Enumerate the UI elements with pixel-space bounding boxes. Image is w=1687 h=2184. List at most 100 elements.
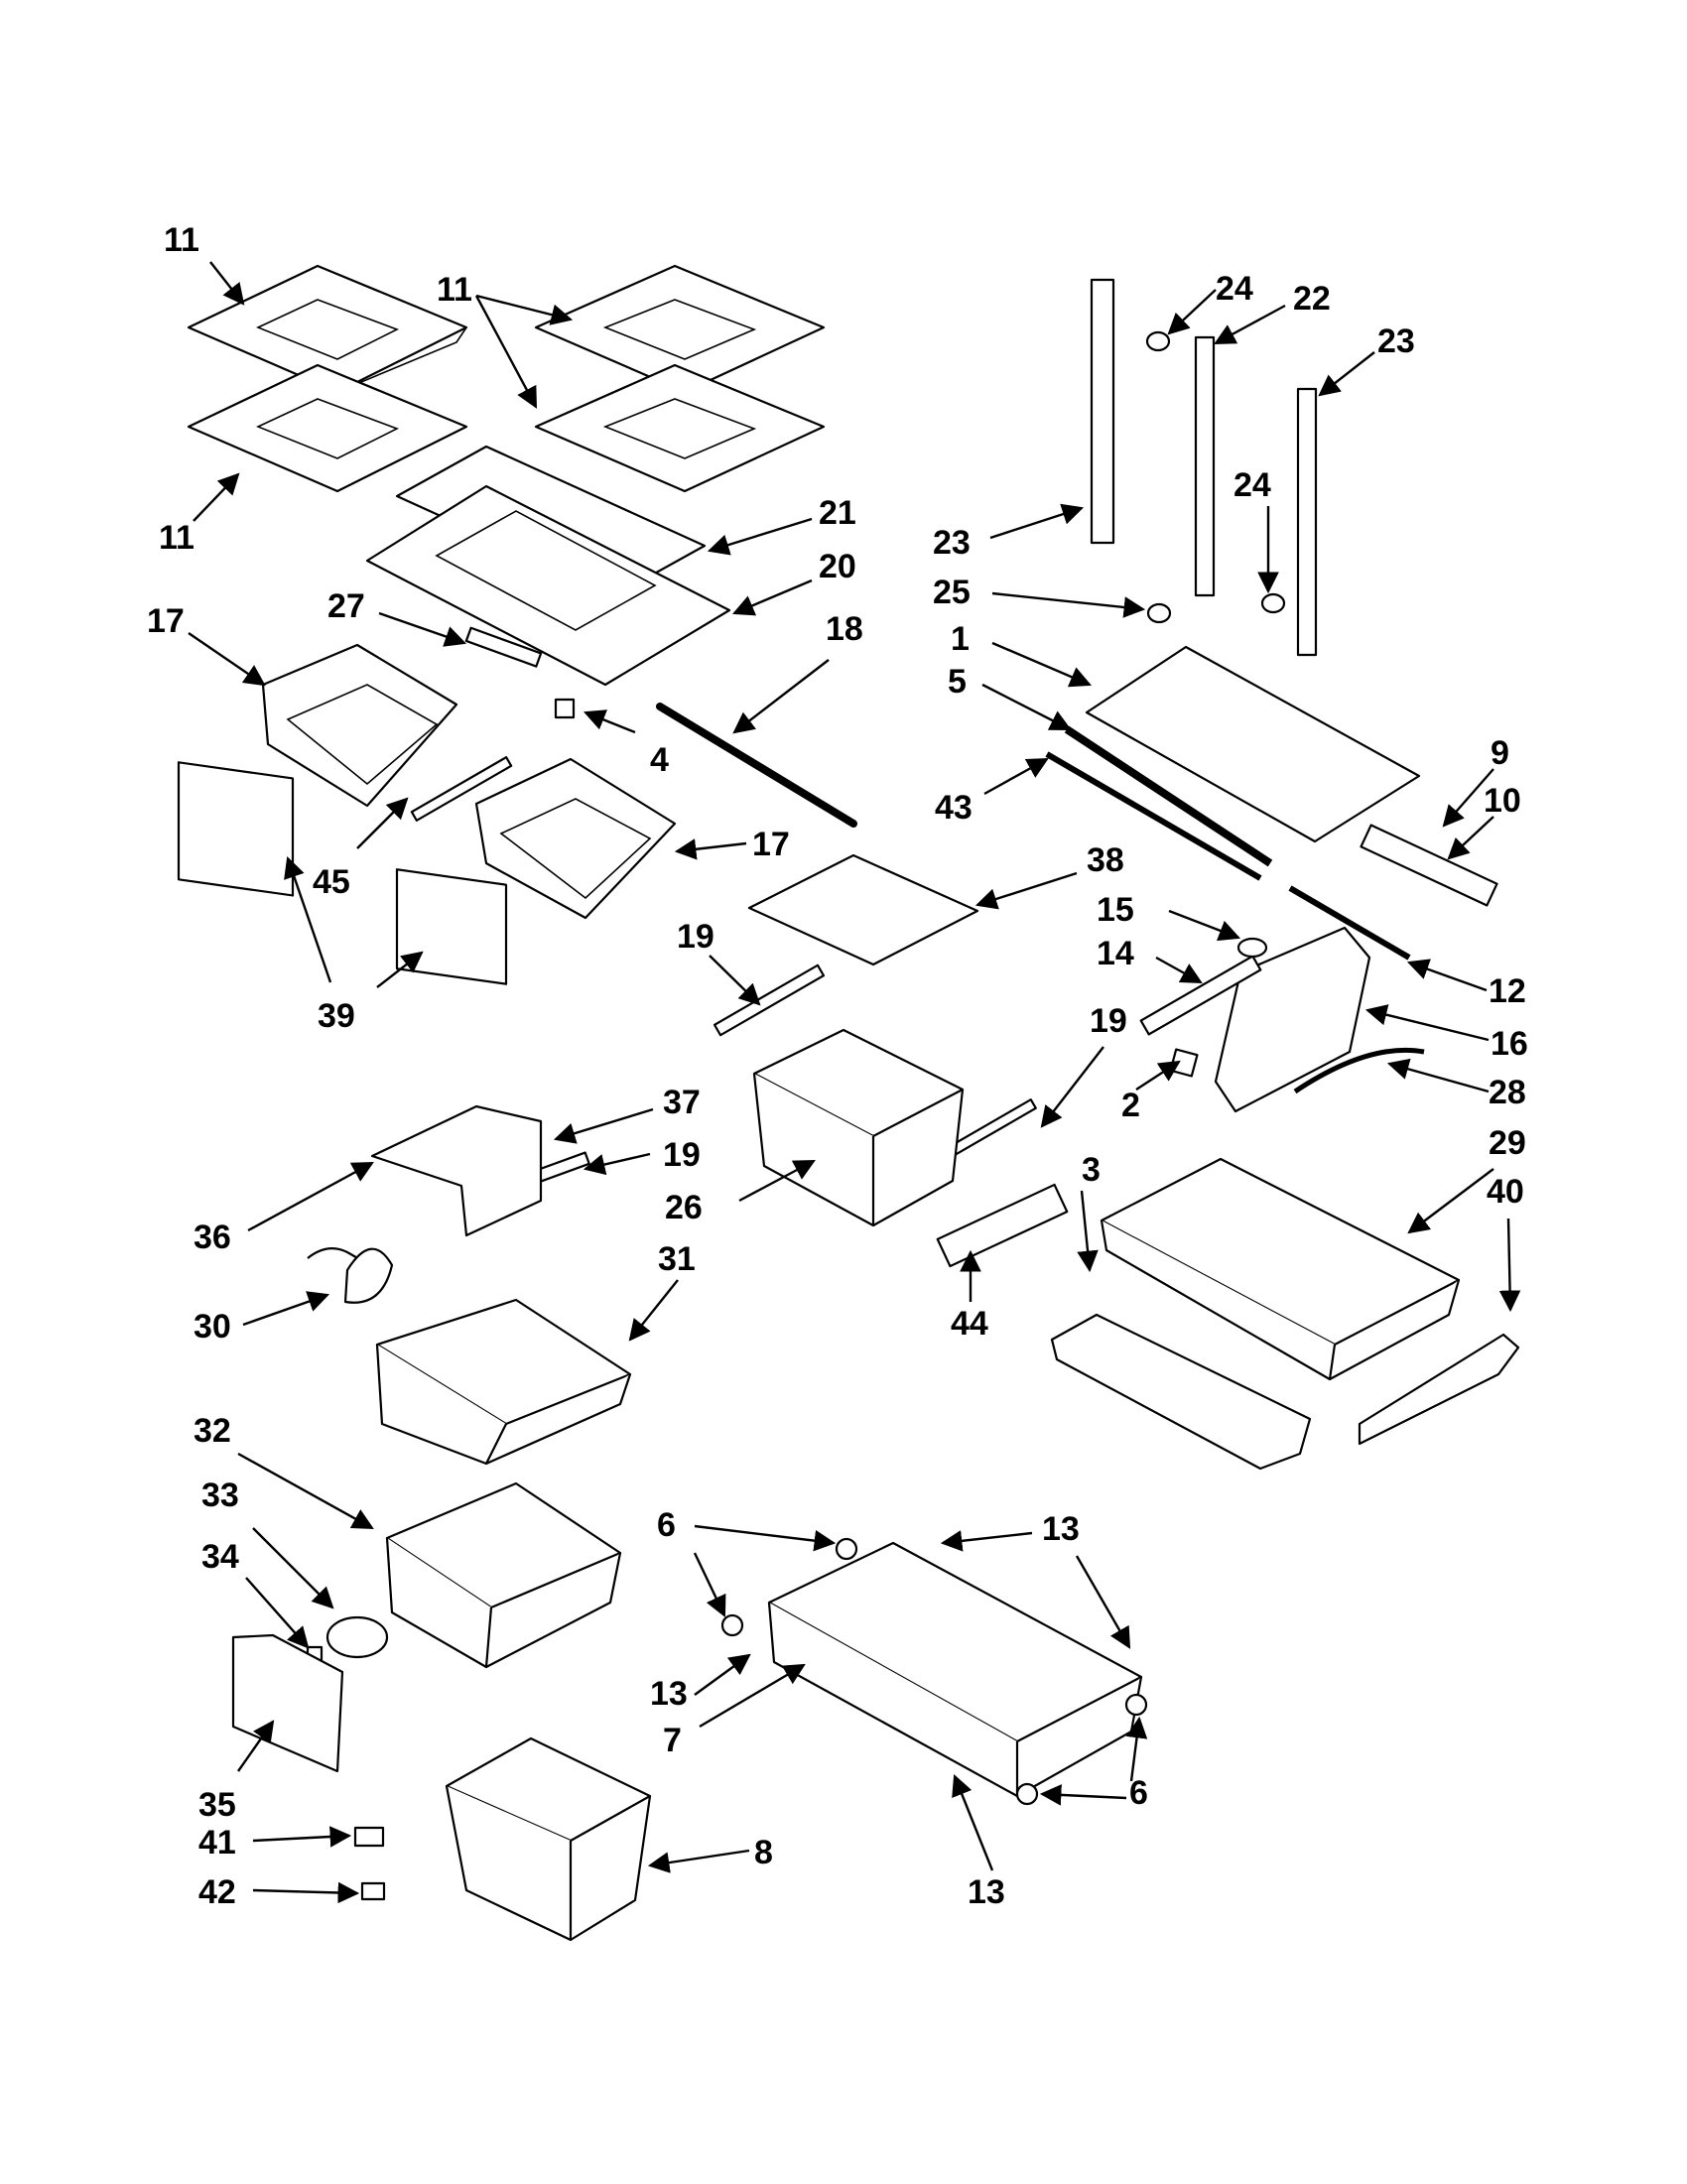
leader-22	[1214, 304, 1286, 345]
callout-23: 23	[933, 524, 971, 562]
callout-6: 6	[657, 1506, 676, 1544]
callout-3: 3	[1082, 1151, 1101, 1189]
leader-11-d	[193, 472, 240, 522]
leader-12	[1406, 959, 1488, 992]
callout-1: 1	[951, 620, 970, 658]
part-30-scoop	[307, 1247, 394, 1304]
leader-39-b	[376, 951, 424, 988]
leader-17-b	[674, 838, 747, 860]
part-35-cover	[231, 1633, 344, 1773]
part-28-wire	[1293, 1047, 1425, 1094]
leader-11-c	[474, 295, 538, 409]
leader-13-b	[1075, 1555, 1131, 1649]
part-5-trim	[1064, 725, 1273, 867]
leader-23-b	[1318, 351, 1375, 397]
callout-39: 39	[318, 997, 355, 1035]
leader-36	[247, 1161, 374, 1232]
callout-11: 11	[437, 271, 472, 309]
callout-6: 6	[1129, 1774, 1148, 1812]
callout-24: 24	[1216, 270, 1253, 308]
callout-30: 30	[194, 1308, 231, 1346]
callout-26: 26	[665, 1189, 703, 1226]
callout-18: 18	[826, 610, 863, 648]
leader-23-a	[989, 503, 1085, 540]
part-33-gear	[325, 1615, 389, 1659]
part-19-slide-left	[713, 964, 826, 1037]
part-1-glass-shelf	[1085, 645, 1421, 843]
leader-6-b	[693, 1552, 726, 1617]
leader-7	[699, 1663, 806, 1729]
leader-14	[1155, 956, 1203, 984]
leader-17-a	[188, 632, 266, 687]
leader-6-a	[694, 1524, 837, 1552]
part-12-rail	[1288, 885, 1411, 961]
callout-5: 5	[948, 663, 967, 701]
leader-16	[1364, 1004, 1490, 1042]
leader-11-a	[209, 261, 245, 306]
callout-13: 13	[1042, 1510, 1080, 1548]
callout-12: 12	[1489, 972, 1526, 1010]
leader-25	[991, 591, 1146, 618]
leader-27	[378, 611, 467, 647]
callout-37: 37	[663, 1084, 701, 1121]
part-31-ice-bin	[375, 1298, 632, 1466]
leader-31	[628, 1279, 679, 1342]
leader-42	[252, 1881, 360, 1904]
leader-13-d	[952, 1773, 994, 1871]
part-8-bin	[445, 1736, 652, 1942]
callout-34: 34	[201, 1538, 239, 1576]
callout-41: 41	[198, 1824, 236, 1862]
leader-3	[1077, 1190, 1099, 1273]
callout-10: 10	[1484, 782, 1521, 820]
callout-8: 8	[754, 1834, 773, 1871]
part-39-crisper-front-left	[177, 761, 295, 897]
callout-33: 33	[201, 1477, 239, 1514]
callout-2: 2	[1121, 1087, 1140, 1124]
part-17-crisper-left	[261, 643, 458, 808]
callout-45: 45	[313, 863, 350, 901]
leader-24-a	[1167, 289, 1217, 335]
part-37-divider	[370, 1104, 543, 1237]
callout-23: 23	[1377, 322, 1415, 360]
part-25-screw	[1146, 602, 1172, 624]
leader-9	[1442, 768, 1494, 828]
leader-33	[252, 1527, 334, 1609]
leader-4	[583, 709, 636, 734]
callout-36: 36	[194, 1219, 231, 1256]
leader-35	[237, 1720, 275, 1772]
callout-29: 29	[1489, 1124, 1526, 1162]
part-2-clip	[1169, 1048, 1199, 1078]
callout-32: 32	[194, 1412, 231, 1450]
callout-40: 40	[1487, 1173, 1524, 1211]
part-11-shelf-frame-right-bottom	[534, 363, 826, 493]
part-39-crisper-front-right	[395, 868, 508, 985]
part-10-bracket	[1360, 824, 1498, 907]
part-11-shelf-frame-right-top	[534, 264, 826, 394]
callout-13: 13	[650, 1675, 688, 1713]
part-11-shelf-frame-left-top	[187, 264, 468, 394]
leader-11-b	[475, 294, 574, 325]
callout-11: 11	[159, 519, 195, 557]
part-44-bracket	[936, 1183, 1069, 1268]
part-27-bracket	[464, 626, 543, 668]
leader-37	[553, 1107, 654, 1144]
part-23-rail-right	[1296, 387, 1318, 657]
leader-6-d	[1039, 1784, 1127, 1806]
part-6-wheel-left	[720, 1613, 744, 1637]
parts-drawings	[177, 264, 1520, 1942]
leader-19-c	[583, 1152, 651, 1176]
callout-labels: 11 11 11 21 20 27 18 17 4 17 45 39 38 19…	[147, 221, 1528, 1911]
callout-27: 27	[327, 587, 365, 625]
callout-42: 42	[198, 1873, 236, 1911]
callout-28: 28	[1489, 1074, 1526, 1111]
callout-24: 24	[1233, 466, 1271, 504]
leader-6-c	[1125, 1716, 1148, 1782]
callout-4: 4	[650, 741, 669, 779]
part-24-screw-right	[1260, 592, 1286, 614]
callout-19: 19	[663, 1136, 701, 1174]
callout-14: 14	[1097, 935, 1134, 972]
callout-22: 22	[1293, 280, 1331, 318]
leader-21	[707, 517, 813, 556]
leader-34	[245, 1577, 310, 1649]
